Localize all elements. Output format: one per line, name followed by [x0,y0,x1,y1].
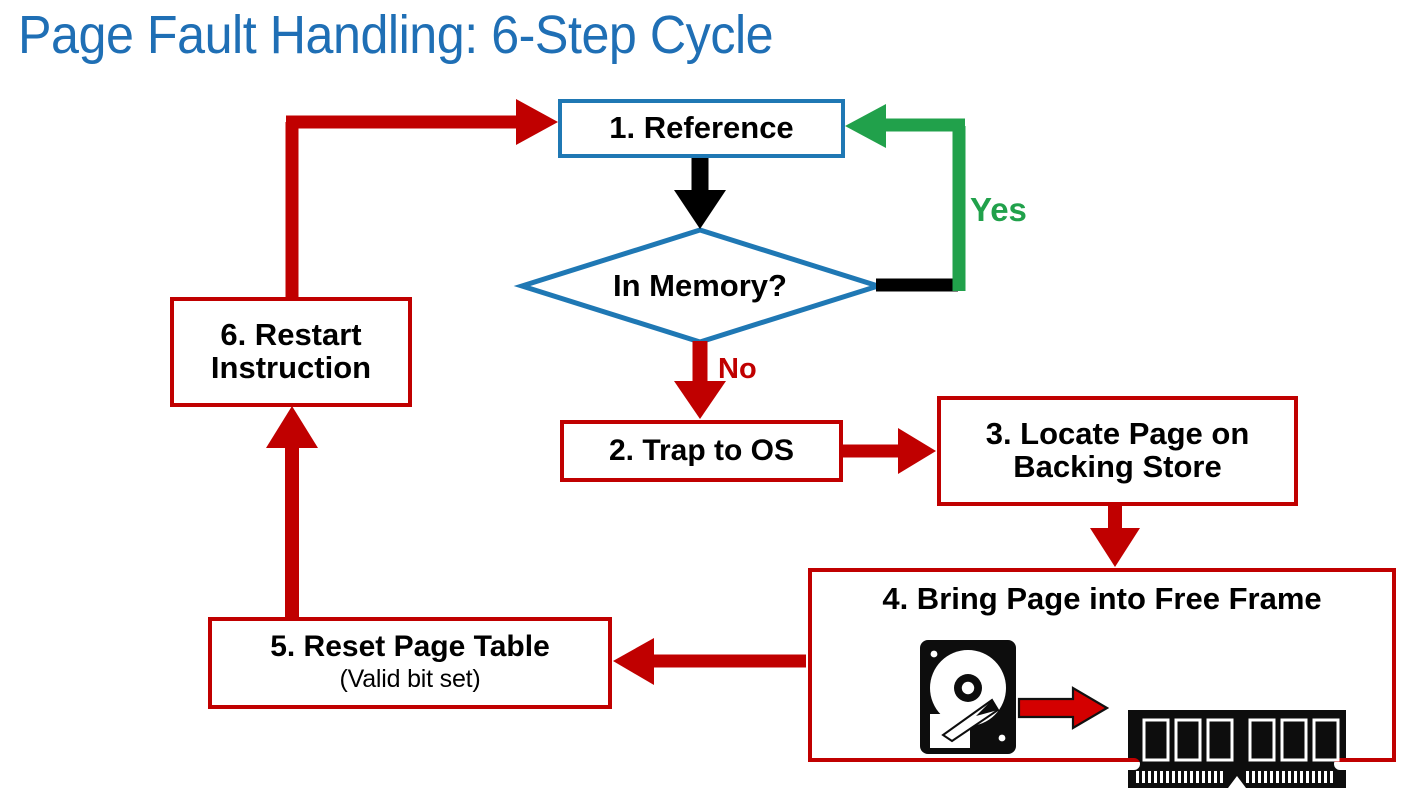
node-restart-instruction[interactable]: 6. Restart Instruction [170,297,412,407]
node-decision-in-memory[interactable]: In Memory? [520,228,880,344]
node-reset-page-table[interactable]: 5. Reset Page Table (Valid bit set) [208,617,612,709]
node-reset-page-table-label: 5. Reset Page Table [270,630,550,663]
edge-reference-to-decision [674,157,726,229]
node-trap-to-os-label: 2. Trap to OS [608,434,795,468]
edge-no-to-trap [674,341,726,419]
node-restart-instruction-line1: 6. Restart [220,317,362,353]
node-locate-page-line2: Backing Store [1013,449,1222,484]
edge-locate-to-bring [1090,505,1140,567]
node-bring-page[interactable]: 4. Bring Page into Free Frame [808,568,1396,788]
node-locate-page[interactable]: 3. Locate Page on Backing Store [937,396,1298,506]
node-bring-page-illustration [812,634,1400,788]
node-reference[interactable]: 1. Reference [558,99,845,158]
node-bring-page-label: 4. Bring Page into Free Frame [882,581,1322,616]
node-reset-page-table-note: (Valid bit set) [339,664,481,693]
red-arrow-icon [1017,686,1109,730]
node-trap-to-os[interactable]: 2. Trap to OS [560,420,843,482]
edge-yes-loop [845,104,966,292]
edge-trap-to-locate [843,428,936,474]
edge-label-no: No [718,353,757,385]
node-restart-instruction-line2: Instruction [210,350,372,385]
page-title: Page Fault Handling: 6-Step Cycle [18,5,774,65]
hard-disk-icon [920,640,1016,754]
node-reference-label: 1. Reference [609,110,794,146]
edge-reset-to-restart [266,406,318,617]
node-decision-label: In Memory? [613,268,787,303]
ram-module-icon [1128,710,1346,788]
edge-bring-to-reset [613,638,806,685]
edge-label-yes: Yes [970,191,1027,228]
node-locate-page-line1: 3. Locate Page on [985,416,1250,452]
connector-layer [266,99,1140,685]
diagram-canvas: Page Fault Handling: 6-Step Cycle [18,5,1396,788]
edge-restart-to-reference [285,99,558,299]
